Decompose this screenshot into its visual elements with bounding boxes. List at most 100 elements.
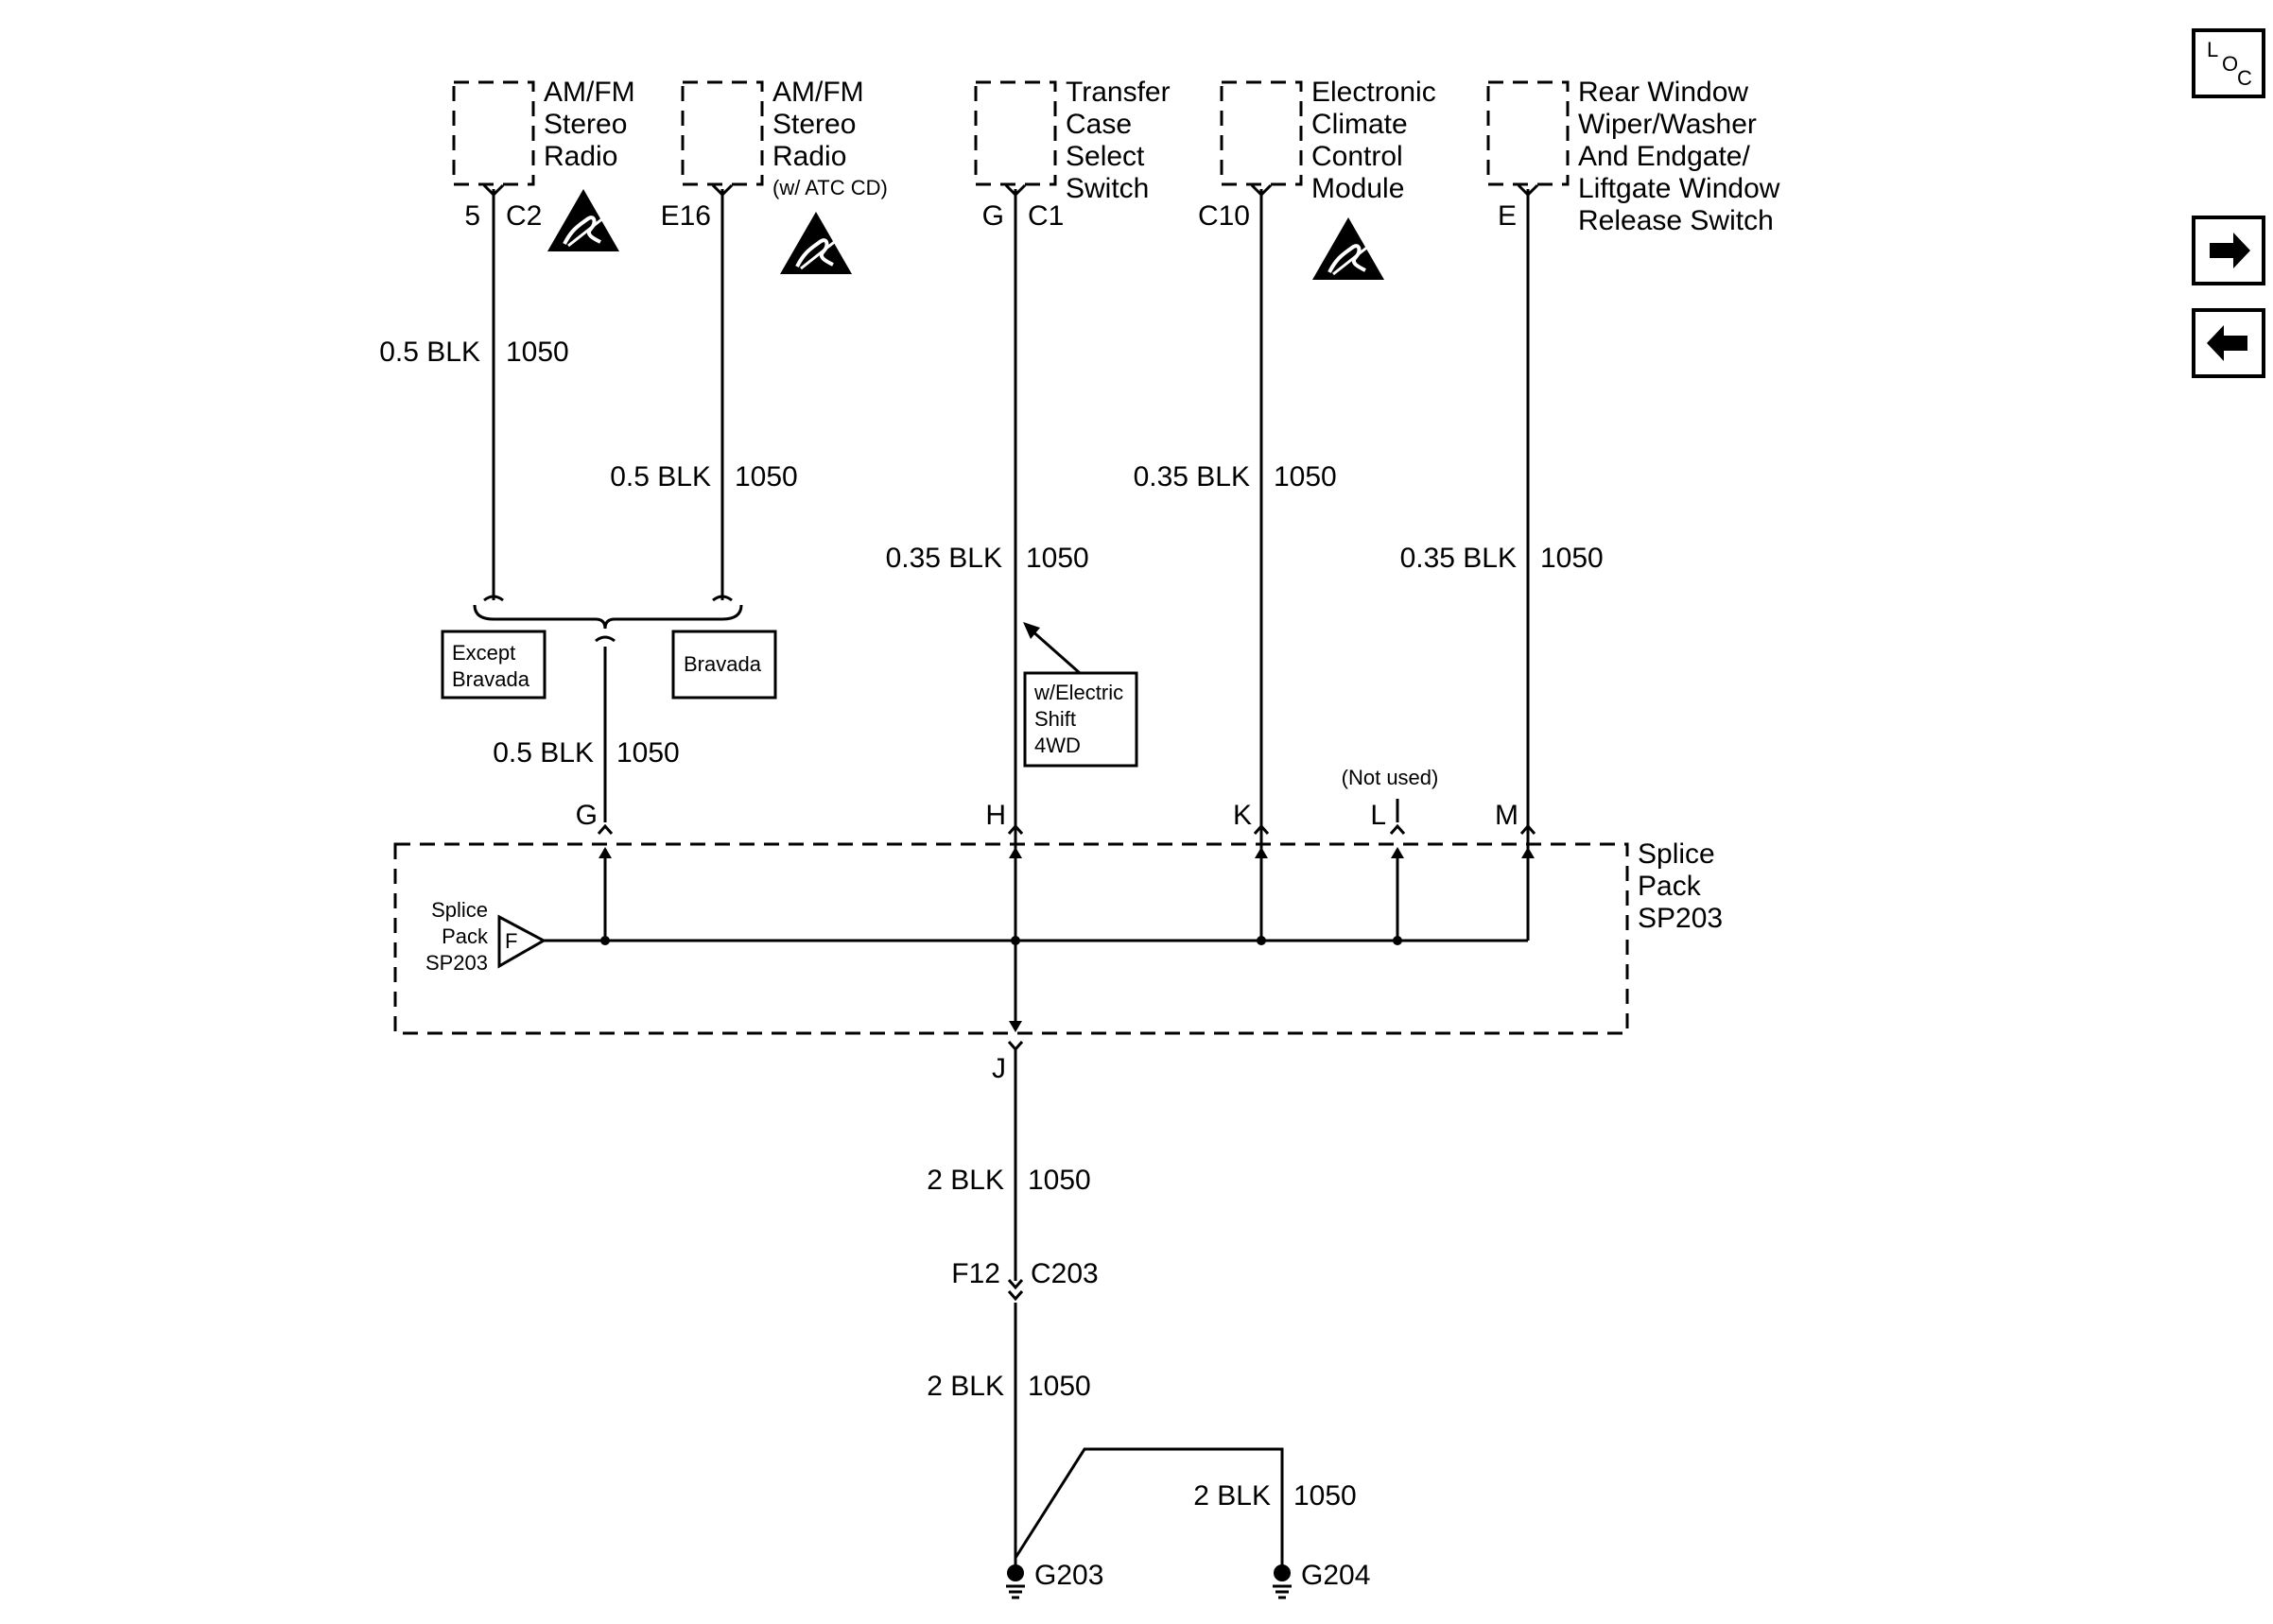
component-climate-control-module: Electronic Climate Control Module C10 0.…: [1134, 77, 1436, 941]
splice-pack-reference-flag: [497, 914, 547, 969]
splice-terminal: [1389, 824, 1406, 836]
splice-pack-box: [393, 842, 1629, 1035]
back-button[interactable]: [2192, 308, 2265, 378]
option-brace-line: [473, 604, 743, 630]
wire-circuit: 1050: [1293, 1480, 1357, 1512]
component-label-line: Transfer: [1066, 77, 1171, 108]
ground-g204: G204: [1273, 1560, 1370, 1599]
component-rear-window-switch: Rear Window Wiper/Washer And Endgate/ Li…: [1400, 77, 1780, 941]
splice-pack-sp203: Splice Pack SP203 G H K L M (Not used): [393, 766, 1723, 1084]
loc-icon: O: [2222, 52, 2238, 76]
splice-pack-title: SP203: [1638, 903, 1723, 934]
connector-terminal: [1517, 183, 1539, 198]
splice-pin-label: M: [1495, 800, 1518, 831]
wire-gauge-color: 0.35 BLK: [1400, 543, 1517, 574]
pin-label: C10: [1198, 200, 1250, 232]
splice-inner-label: Pack: [442, 924, 489, 948]
splice-inner-pin-label: F: [505, 929, 517, 953]
component-label-line: AM/FM: [544, 77, 635, 108]
connector-terminal: [711, 183, 734, 198]
inline-connector-terminal: [1007, 1289, 1024, 1301]
splice-node: [1011, 936, 1020, 945]
option-label: Except: [452, 641, 515, 665]
ground-label: G204: [1301, 1560, 1370, 1591]
component-label-line: Rear Window: [1578, 77, 1748, 108]
splice-node: [600, 936, 610, 945]
option-label: Bravada: [684, 652, 762, 676]
splice-arrowhead: [1391, 847, 1404, 858]
connector-terminal: [482, 183, 505, 198]
wire-circuit: 1050: [1026, 543, 1089, 574]
component-box-climate-control-module: [1220, 80, 1303, 186]
wire-gauge-color: 0.35 BLK: [886, 543, 1002, 574]
inline-connector-label: C203: [1031, 1258, 1099, 1289]
wire-circuit: 1050: [1540, 543, 1604, 574]
next-button[interactable]: [2192, 216, 2265, 285]
component-label-line: Radio: [544, 141, 617, 172]
component-transfer-case-switch: Transfer Case Select Switch G C1 0.35 BL…: [886, 77, 1171, 574]
wire-gauge-color: 2 BLK: [927, 1371, 1004, 1402]
component-label-line: Wiper/Washer: [1578, 109, 1757, 140]
wire-gauge-color: 0.5 BLK: [493, 737, 594, 769]
wire-circuit: 1050: [1028, 1165, 1091, 1196]
splice-pin-label: J: [992, 1053, 1006, 1084]
component-label-line: Stereo: [544, 109, 627, 140]
loc-icon: L: [2207, 38, 2218, 61]
wire-gauge-color: 0.5 BLK: [379, 337, 480, 368]
splice-arrowhead: [599, 847, 612, 858]
component-label-line: Select: [1066, 141, 1145, 172]
callout-label: 4WD: [1034, 734, 1081, 757]
callout-electric-shift: w/Electric Shift 4WD: [1023, 622, 1138, 768]
wire-gauge-color: 0.35 BLK: [1134, 461, 1250, 492]
inline-connector-pin: F12: [951, 1258, 1000, 1289]
esd-sensitive-icon: [546, 187, 621, 253]
splice-arrowhead: [1521, 847, 1535, 858]
option-box-bravada: [671, 630, 777, 700]
ground-label: G203: [1034, 1560, 1103, 1591]
loc-button-frame[interactable]: [2192, 28, 2265, 98]
component-box-transfer-case-switch: [974, 80, 1057, 186]
component-box-rear-window-switch: [1486, 80, 1570, 186]
wire-circuit: 1050: [1274, 461, 1337, 492]
component-label-line: Radio: [772, 141, 846, 172]
pin-label: E16: [661, 200, 711, 232]
ground-g203: G203: [1006, 1560, 1103, 1599]
callout-arrow-line: [1030, 628, 1081, 675]
component-label-line: Climate: [1311, 109, 1408, 140]
wire-circuit: 1050: [1028, 1371, 1091, 1402]
component-box-am-fm-radio-2: [681, 80, 764, 186]
option-box-except-bravada: [441, 630, 547, 700]
splice-terminal: [597, 824, 614, 836]
splice-pin-label: G: [576, 800, 598, 831]
splice-terminal: [1007, 1040, 1024, 1051]
wire-break-symbol: [595, 635, 616, 643]
splice-pack-title: Pack: [1638, 871, 1702, 902]
inline-connector-terminal: [1007, 1278, 1024, 1289]
component-label-line: Liftgate Window: [1578, 173, 1780, 204]
esd-sensitive-icon: [778, 210, 854, 276]
component-label-line: Case: [1066, 109, 1132, 140]
loc-button[interactable]: L O C: [2192, 28, 2265, 98]
connector-label: C2: [506, 200, 542, 232]
wire-break-symbol: [483, 595, 504, 602]
component-box-am-fm-radio-1: [452, 80, 535, 186]
component-label-line: And Endgate/: [1578, 141, 1750, 172]
splice-pack-title: Splice: [1638, 838, 1715, 870]
component-label-line: Electronic: [1311, 77, 1436, 108]
component-label-line: AM/FM: [772, 77, 864, 108]
splice-node: [1257, 936, 1266, 945]
wire-circuit: 1050: [506, 337, 569, 368]
component-label-line: Switch: [1066, 173, 1149, 204]
callout-box-electric-shift: [1023, 671, 1138, 768]
splice-pin-label: L: [1370, 800, 1386, 831]
splice-node: [1393, 936, 1402, 945]
ground-node: [1274, 1564, 1291, 1581]
callout-arrow-head: [1023, 622, 1040, 639]
wire-gauge-color: 0.5 BLK: [610, 461, 711, 492]
component-label-line: Control: [1311, 141, 1403, 172]
option-label: Bravada: [452, 667, 530, 691]
connector-terminal: [1250, 183, 1273, 198]
pin-label: G: [982, 200, 1004, 232]
loc-icon: C: [2237, 66, 2252, 90]
pin-label: E: [1498, 200, 1517, 232]
